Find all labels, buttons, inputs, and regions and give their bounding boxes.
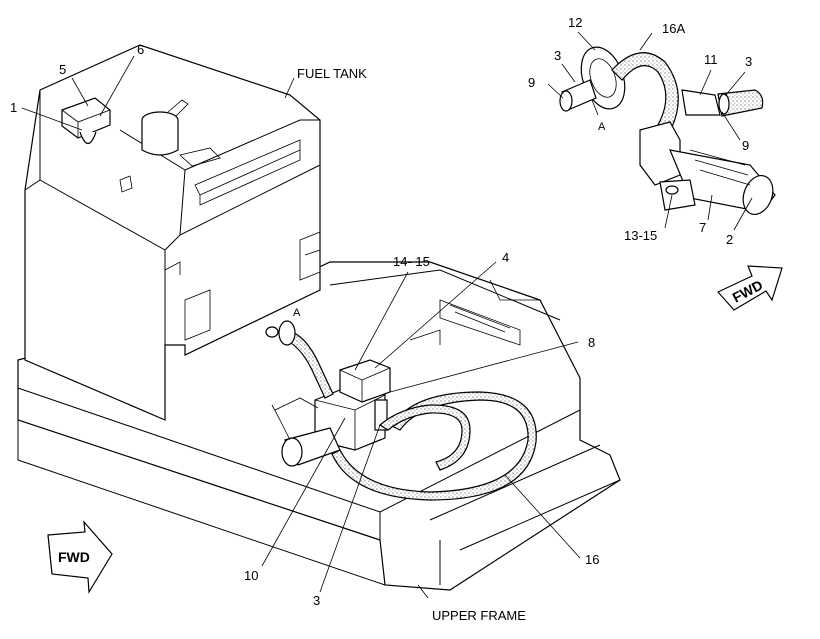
callout-3-main: 3 [313,593,320,608]
callout-3-inset-left: 3 [554,48,561,63]
fuel-heater-inset [559,46,776,215]
callout-13-15: 13-15 [624,228,657,243]
callout-3-inset-right: 3 [745,54,752,69]
callout-2: 2 [726,232,733,247]
callout-1: 1 [10,100,17,115]
callout-11: 11 [704,52,718,67]
callout-9-inset-right: 9 [742,138,749,153]
upper-frame-label: UPPER FRAME [432,608,526,623]
fuel-tank [24,44,321,421]
labels: FUEL TANK UPPER FRAME A A 1 5 6 14- 15 4… [10,15,752,623]
callout-4: 4 [502,250,509,265]
callout-8: 8 [588,335,595,350]
leader-lines [21,31,753,599]
fuel-heater-main [265,320,537,501]
connection-a-inset: A [598,121,606,133]
callout-5: 5 [59,62,66,77]
callout-12: 12 [568,15,582,30]
callout-10: 10 [244,568,258,583]
callout-14-15: 14- 15 [393,254,430,269]
connection-a-main: A [293,307,301,319]
fwd-label-main: FWD [58,549,90,565]
fwd-arrow-main: FWD [47,520,113,594]
fwd-arrow-inset: FWD [717,265,783,311]
callout-16a: 16A [662,21,685,36]
callout-7: 7 [699,220,706,235]
callout-6: 6 [137,42,144,57]
callout-9-inset-left: 9 [528,75,535,90]
callout-16: 16 [585,552,599,567]
fuel-tank-label: FUEL TANK [297,66,367,81]
